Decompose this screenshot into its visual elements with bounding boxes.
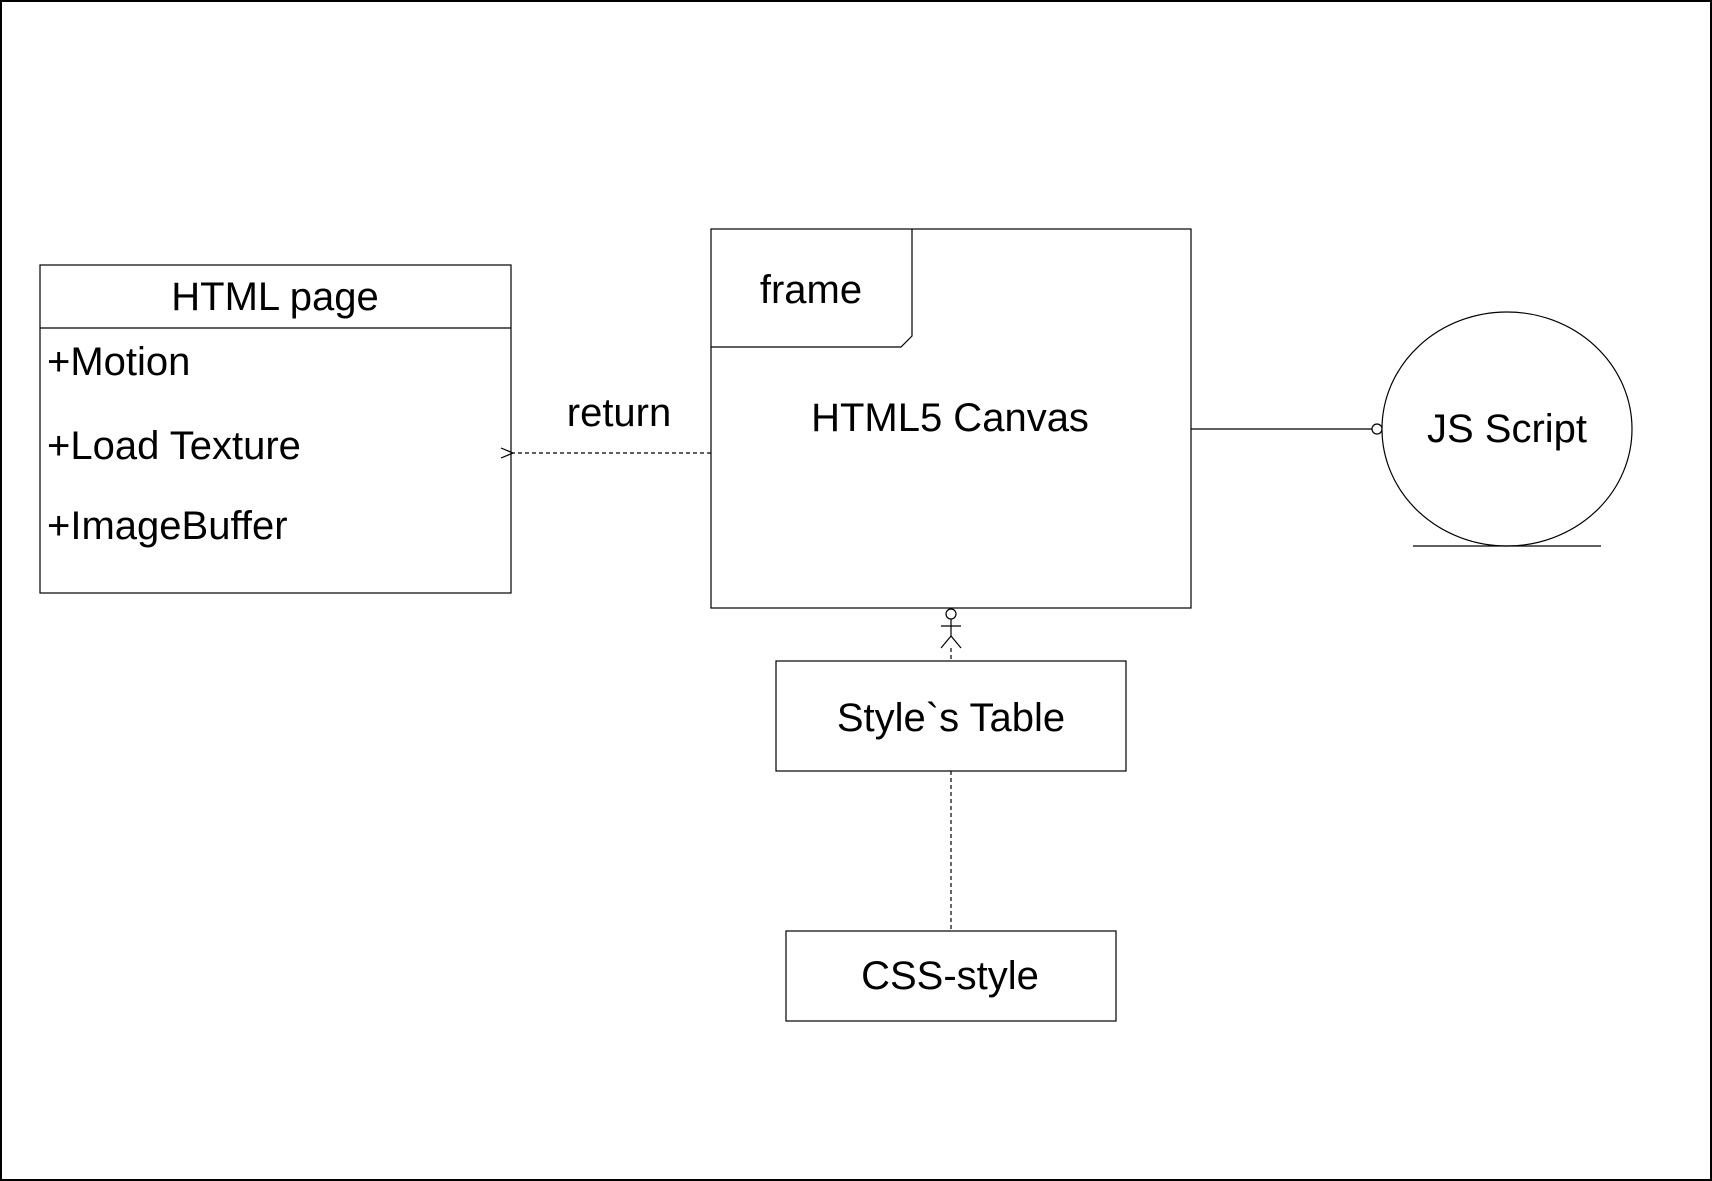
html-page-attribute-motion: +Motion	[47, 340, 190, 384]
html-page-attribute-load-texture: +Load Texture	[47, 424, 301, 468]
actor-icon	[940, 608, 962, 661]
frame-label: frame	[760, 268, 862, 312]
html-page-title: HTML page	[171, 275, 379, 319]
canvas-frame-box	[710, 228, 1192, 609]
styles-table-label: Style`s Table	[837, 696, 1065, 740]
frame-tab	[711, 229, 913, 348]
html-page-box	[39, 264, 512, 594]
js-script-label: JS Script	[1427, 407, 1587, 451]
css-style-label: CSS-style	[861, 954, 1039, 998]
canvas-label: HTML5 Canvas	[811, 396, 1089, 440]
css-style[interactable]: CSS-style	[785, 930, 1117, 1022]
css-style-box	[785, 930, 1117, 1022]
return-label: return	[567, 391, 672, 435]
html-page-attribute-imagebuffer: +ImageBuffer	[47, 504, 288, 548]
styles-table[interactable]: Style`s Table	[775, 660, 1127, 772]
js-script-entity[interactable]: JS Script	[1381, 311, 1633, 547]
html-page-class[interactable]: HTML page +Motion +Load Texture +ImageBu…	[39, 264, 512, 594]
canvas-frame[interactable]: frame HTML5 Canvas	[710, 228, 1192, 609]
styles-table-box	[775, 660, 1127, 772]
return-dependency[interactable]: return	[513, 391, 711, 453]
js-connector-socket	[1371, 423, 1383, 435]
